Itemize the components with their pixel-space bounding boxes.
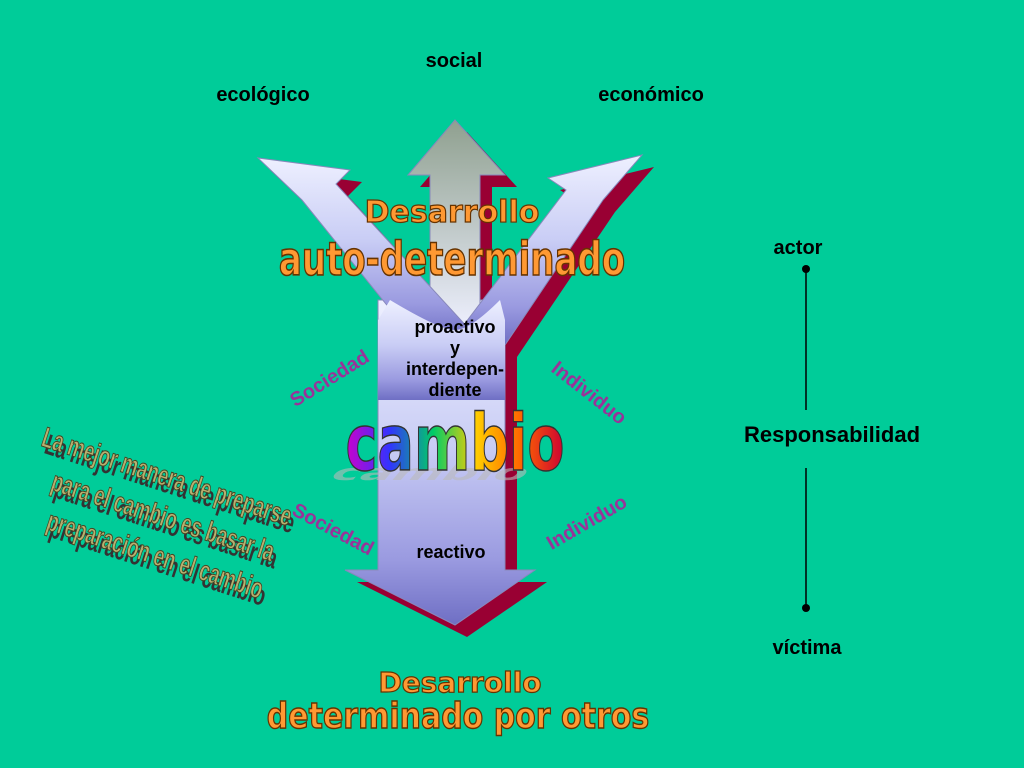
scale-victima: víctima <box>773 637 843 659</box>
label-individuo-bottom: Individuo <box>543 491 631 554</box>
wordart-desarrollo-otros: Desarrollo determinado por otros <box>266 665 650 737</box>
label-ecologico: ecológico <box>216 84 309 106</box>
wordart-left-slab: La mejor manera de preparse para el camb… <box>37 421 298 612</box>
wordart-bottom-line1: Desarrollo <box>378 666 541 699</box>
wordart-desarrollo-auto: Desarrollo auto-determinado <box>278 194 626 287</box>
label-interdependiente-2: diente <box>428 380 481 400</box>
label-economico: económico <box>598 84 704 106</box>
wordart-cambio-text: cambio <box>346 398 565 489</box>
wordart-cambio-shadow: cambio <box>323 460 539 485</box>
label-social: social <box>426 50 483 72</box>
scale-actor: actor <box>774 237 823 259</box>
scale-responsabilidad: Responsabilidad <box>744 422 920 447</box>
up-arrow-social <box>406 119 507 331</box>
arrow-merge-body <box>378 300 505 400</box>
wordart-top-line1: Desarrollo <box>365 195 540 230</box>
label-sociedad-bottom: Sociedad <box>288 499 377 560</box>
label-reactivo: reactivo <box>416 542 485 562</box>
scale-dot-bottom <box>802 604 810 612</box>
wordart-top-line2: auto-determinado <box>279 233 625 286</box>
label-interdependiente-1: interdepen- <box>406 359 504 379</box>
responsibility-scale: actor Responsabilidad víctima <box>744 237 920 659</box>
label-proactivo: proactivo <box>414 317 495 337</box>
wordart-bottom-line2: determinado por otros <box>267 694 649 736</box>
label-y: y <box>450 338 460 358</box>
branching-arrows <box>256 119 644 626</box>
wordart-cambio: cambio cambio <box>323 397 565 489</box>
